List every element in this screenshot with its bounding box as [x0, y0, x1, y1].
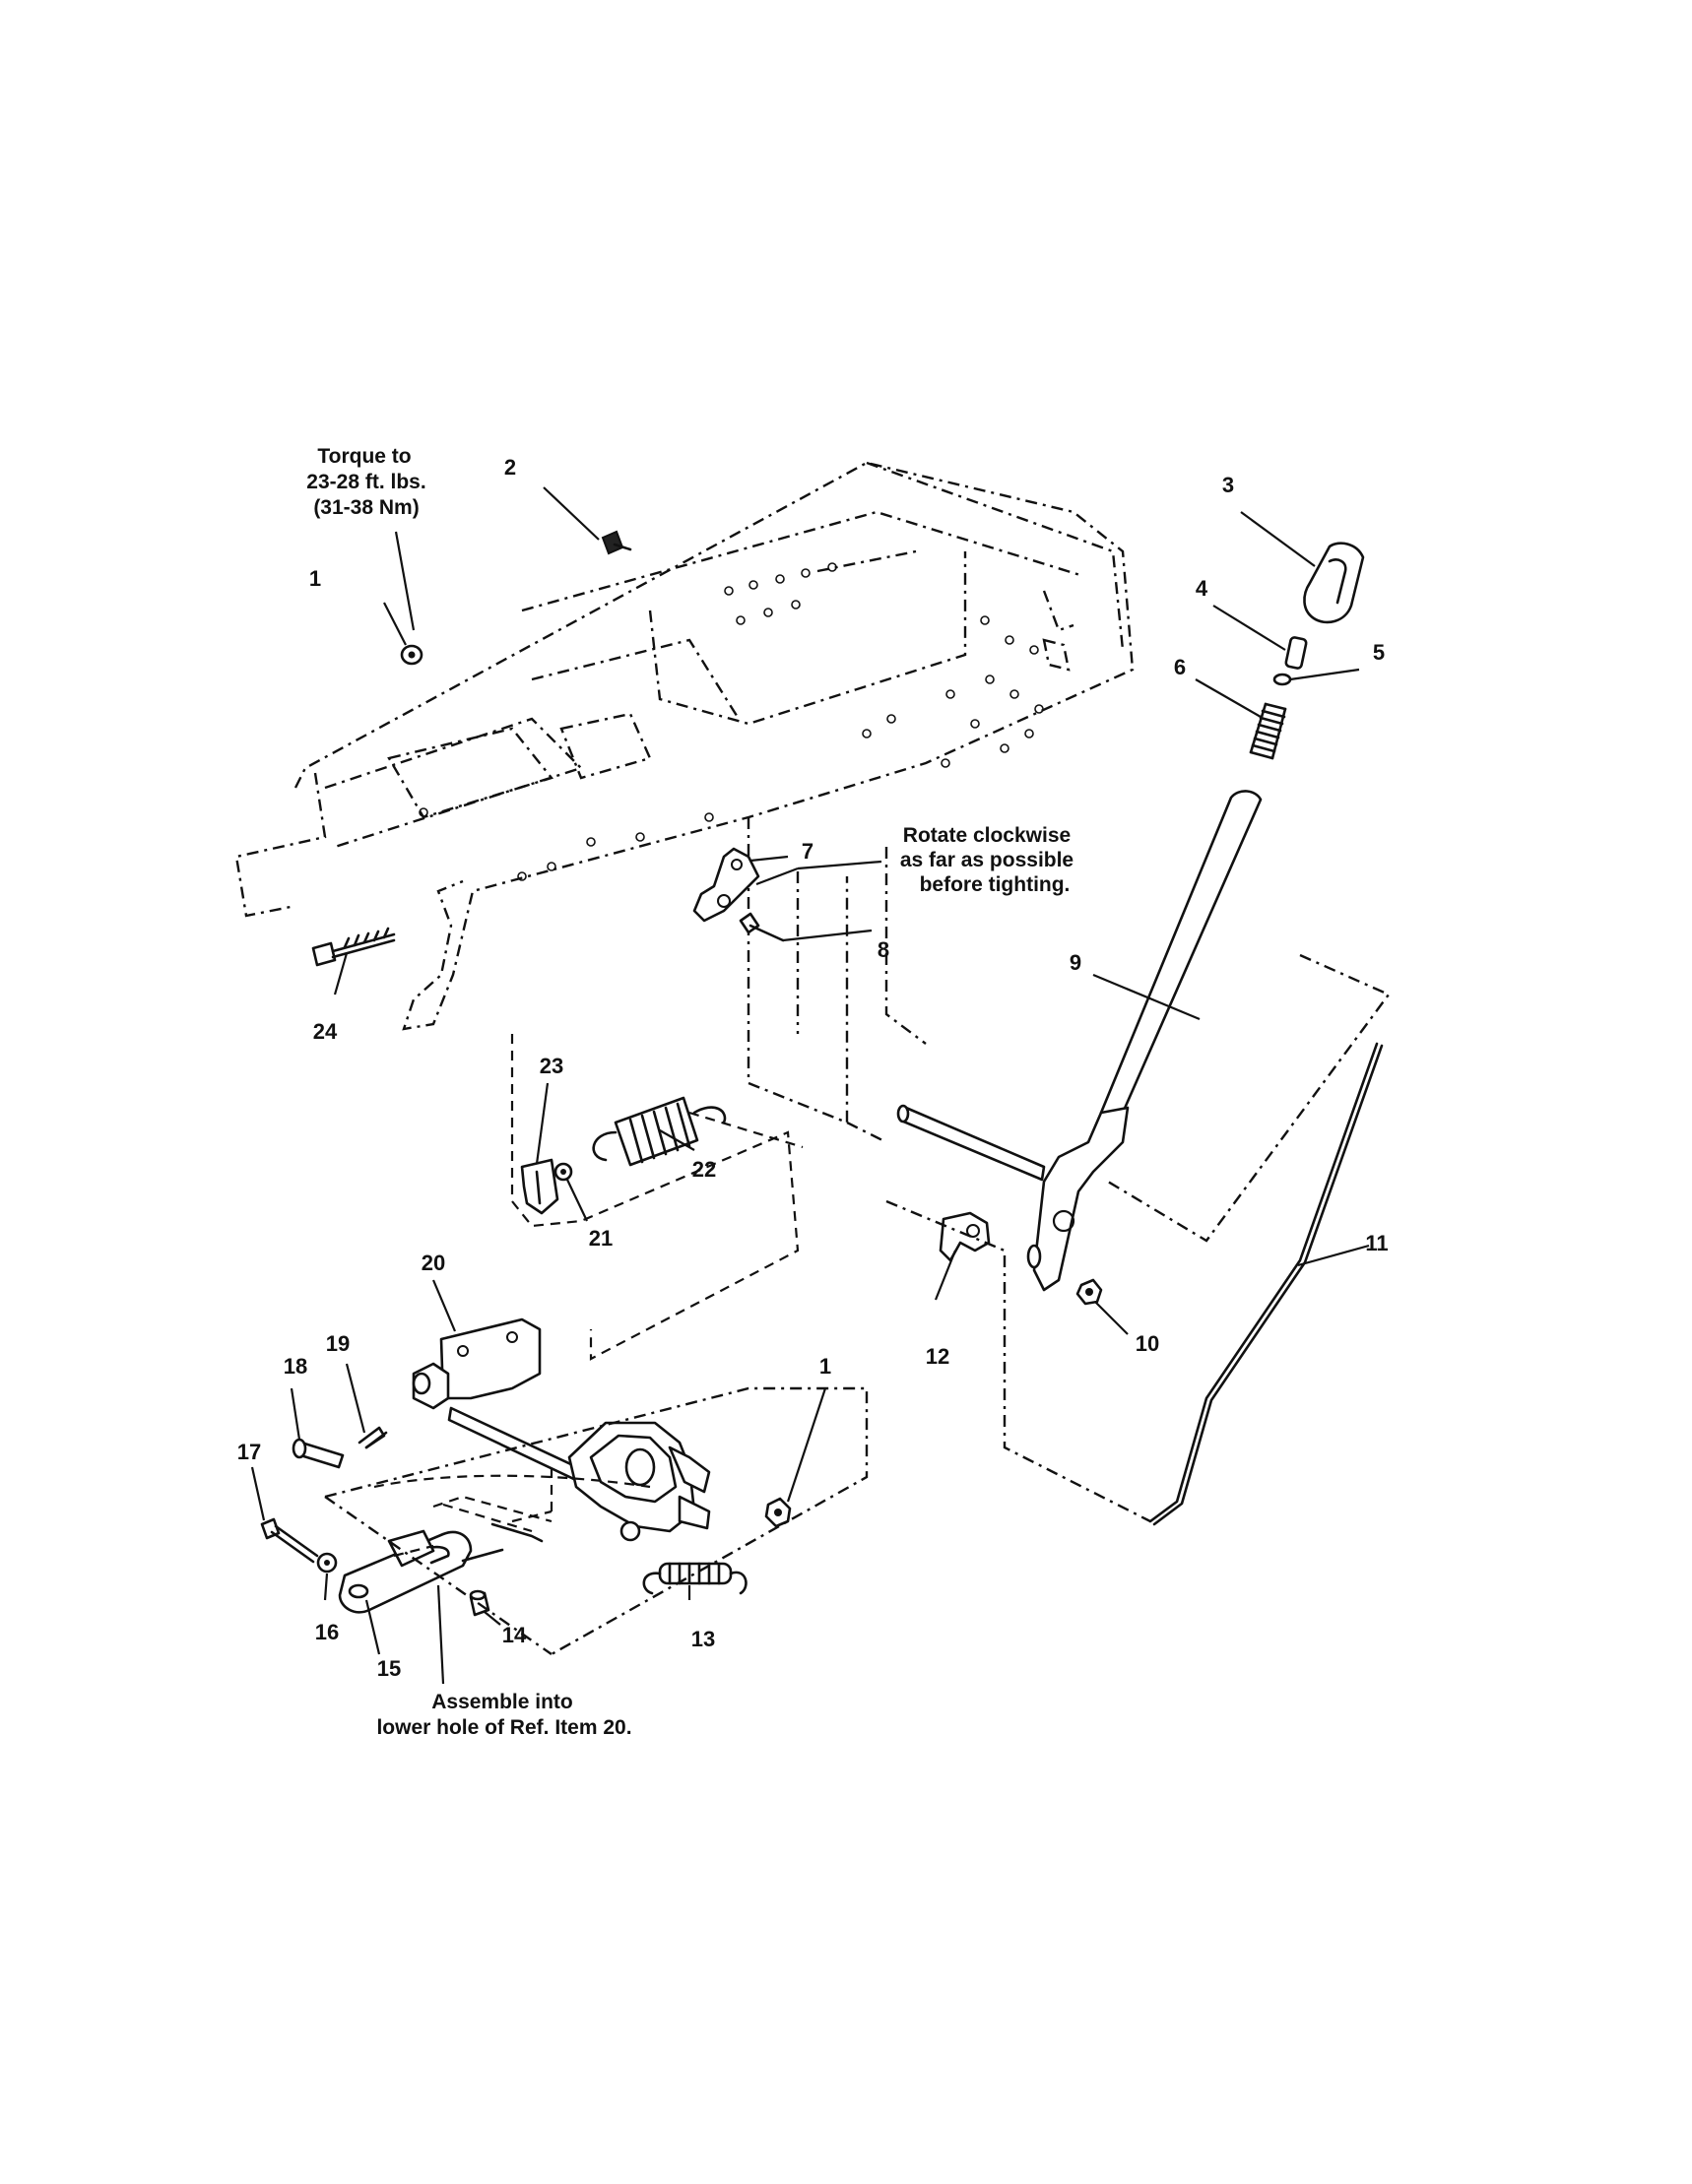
callout-8: 8	[878, 937, 889, 962]
spring-6	[1249, 702, 1287, 760]
bolt-2	[601, 530, 632, 555]
assemble-note: Assemble into lower hole of Ref. Item 20…	[376, 1691, 631, 1739]
lower-phantom	[324, 1386, 869, 1656]
handle-grip-3	[1303, 542, 1365, 624]
callout-7: 7	[802, 839, 813, 864]
rotate-note-line-1: Rotate clockwise	[903, 824, 1071, 847]
callout-20: 20	[422, 1251, 445, 1275]
callouts: 1 2 3 4 5 6 7 8 9 10 11 12 13 14 15 16 1…	[237, 455, 1389, 1681]
callout-2: 2	[504, 455, 516, 480]
nut-1-right	[764, 1497, 792, 1528]
lift-lever-9	[896, 790, 1263, 1292]
pin-18	[292, 1438, 345, 1469]
tractor-frame	[234, 461, 1135, 1124]
torque-note-line-3: (31-38 Nm)	[313, 496, 419, 519]
callout-12: 12	[926, 1344, 949, 1369]
callout-3: 3	[1222, 473, 1234, 497]
bracket-7	[692, 847, 760, 923]
spring-22	[592, 1096, 727, 1167]
washer-16	[316, 1552, 338, 1574]
callout-19: 19	[326, 1331, 350, 1356]
frame-holes	[419, 562, 1044, 881]
spring-13	[642, 1562, 748, 1595]
rotate-note: Rotate clockwise as far as possible befo…	[900, 824, 1074, 896]
callout-23: 23	[540, 1054, 563, 1078]
bolt-17	[260, 1517, 319, 1564]
leader-lines	[250, 486, 1370, 1685]
callout-4: 4	[1196, 576, 1208, 601]
callout-11: 11	[1365, 1231, 1388, 1255]
callout-1: 1	[309, 566, 321, 591]
nut-1-top	[400, 644, 423, 666]
bushing-14	[469, 1589, 490, 1617]
rotate-note-line-3: before tighting.	[920, 873, 1071, 896]
cam-12	[939, 1211, 1042, 1269]
callout-9: 9	[1070, 950, 1081, 975]
rod-phantom	[846, 953, 1391, 1523]
callout-24: 24	[313, 1019, 338, 1044]
spring-box-phantom	[510, 1034, 804, 1361]
callout-22: 22	[692, 1157, 716, 1182]
bolt-24	[311, 927, 396, 967]
torque-note-line-1: Torque to	[317, 445, 411, 468]
clip-23	[520, 1158, 559, 1215]
nut-10	[1075, 1278, 1103, 1306]
torque-note: Torque to 23-28 ft. lbs. (31-38 Nm)	[306, 445, 425, 519]
callout-14: 14	[502, 1623, 527, 1647]
ring-5	[1272, 673, 1292, 686]
assemble-note-line-2: lower hole of Ref. Item 20.	[376, 1716, 631, 1739]
bolt-8	[739, 912, 785, 942]
callout-15: 15	[377, 1656, 401, 1681]
link-15	[338, 1529, 473, 1614]
rotate-note-line-2: as far as possible	[900, 849, 1074, 871]
callout-21: 21	[589, 1226, 613, 1251]
callout-10: 10	[1136, 1331, 1159, 1356]
callout-1-lower: 1	[819, 1354, 831, 1379]
torque-note-line-2: 23-28 ft. lbs.	[306, 471, 425, 493]
callout-18: 18	[284, 1354, 307, 1379]
callout-17: 17	[237, 1440, 261, 1464]
rod-11	[1148, 1042, 1384, 1526]
callout-16: 16	[315, 1620, 339, 1644]
callout-13: 13	[691, 1627, 715, 1651]
washer-21	[553, 1162, 573, 1182]
assemble-note-line-1: Assemble into	[431, 1691, 573, 1713]
bracket-20	[412, 1317, 711, 1542]
cotter-19	[358, 1426, 388, 1449]
callout-6: 6	[1174, 655, 1186, 679]
sleeve-4	[1284, 636, 1308, 670]
callout-5: 5	[1373, 640, 1385, 665]
